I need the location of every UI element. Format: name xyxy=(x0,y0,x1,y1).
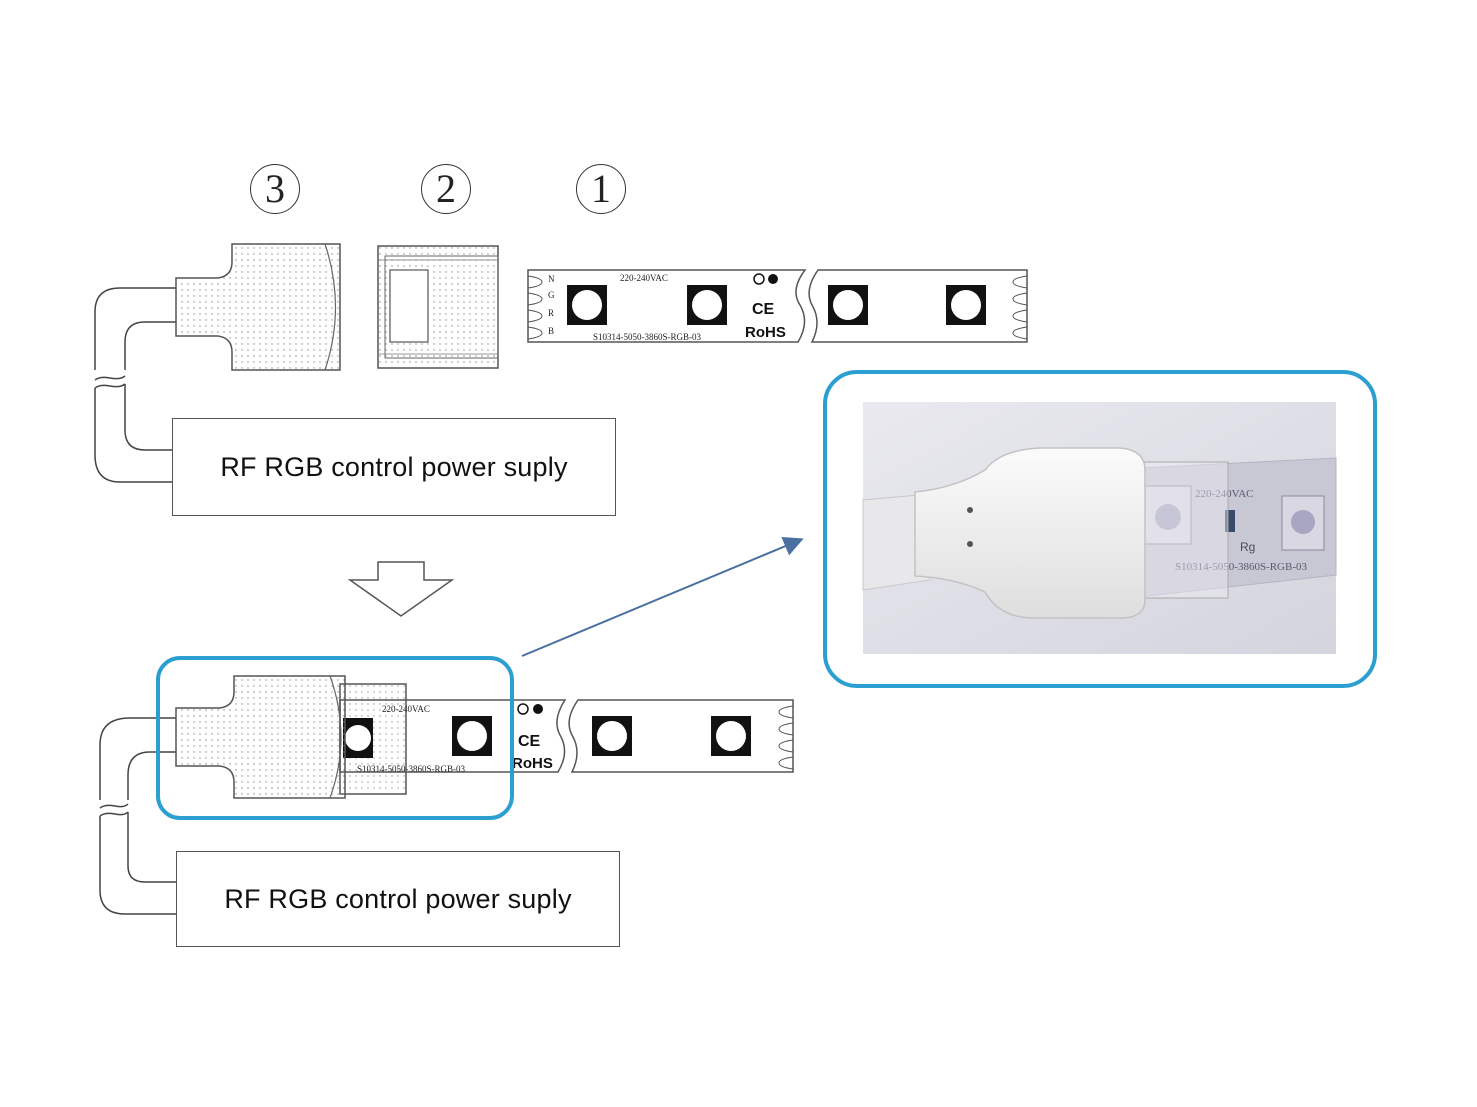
strip-voltage-label-bottom: 220-240VAC xyxy=(382,704,430,714)
ce-mark-bottom: CE xyxy=(518,733,541,750)
part-number-3: 3 xyxy=(250,164,300,214)
led-chip xyxy=(828,285,868,325)
end-cap-top xyxy=(175,243,341,371)
polarity-dot-open xyxy=(517,703,529,715)
led-chip xyxy=(567,285,607,325)
part-number-1: 1 xyxy=(576,164,626,214)
polarity-dot-filled xyxy=(533,704,543,714)
pin-label-n: N xyxy=(548,274,555,284)
sleeve-bottom: 220-240VAC S10314-5050-3860S-RGB-03 xyxy=(339,683,466,795)
ce-mark: CE xyxy=(752,301,775,318)
photo-resistor-label: Rg xyxy=(1240,540,1255,554)
led-chip xyxy=(946,285,986,325)
strip-model-label-bottom: S10314-5050-3860S-RGB-03 xyxy=(357,764,466,774)
pin-label-b: B xyxy=(548,326,554,336)
polarity-dot-filled xyxy=(768,274,778,284)
photo-panel: 220-240VAC S10314-5050-3860S-RGB-03 Rg xyxy=(823,370,1377,688)
pin-label-g: G xyxy=(548,290,555,300)
led-chip xyxy=(452,716,492,756)
end-cap-bottom xyxy=(175,675,346,799)
part-number-2: 2 xyxy=(421,164,471,214)
power-supply-box-top: RF RGB control power suply xyxy=(172,418,616,516)
power-supply-label-top: RF RGB control power suply xyxy=(220,451,568,482)
top-cable xyxy=(94,287,176,483)
power-supply-box-bottom: RF RGB control power suply xyxy=(176,851,620,947)
photo-model-label: S10314-5050-3860S-RGB-03 xyxy=(1175,561,1308,573)
led-chip xyxy=(711,716,751,756)
pin-label-r: R xyxy=(548,308,554,318)
photo-voltage-label: 220-240VAC xyxy=(1195,488,1253,500)
down-arrow-icon xyxy=(347,561,455,617)
power-supply-label-bottom: RF RGB control power suply xyxy=(224,883,572,914)
rohs-mark: RoHS xyxy=(745,324,786,341)
bottom-cable xyxy=(99,717,176,915)
highlight-frame xyxy=(156,656,514,820)
led-chip xyxy=(687,285,727,325)
polarity-dot-open xyxy=(753,273,765,285)
strip-model-label: S10314-5050-3860S-RGB-03 xyxy=(593,332,702,342)
sleeve-top xyxy=(377,245,499,369)
zoom-arrow-icon xyxy=(521,536,804,657)
strip-voltage-label: 220-240VAC xyxy=(620,273,668,283)
led-chip xyxy=(592,716,632,756)
led-strip-top: N G R B xyxy=(527,269,1028,343)
rohs-mark-bottom: RoHS xyxy=(512,755,553,772)
